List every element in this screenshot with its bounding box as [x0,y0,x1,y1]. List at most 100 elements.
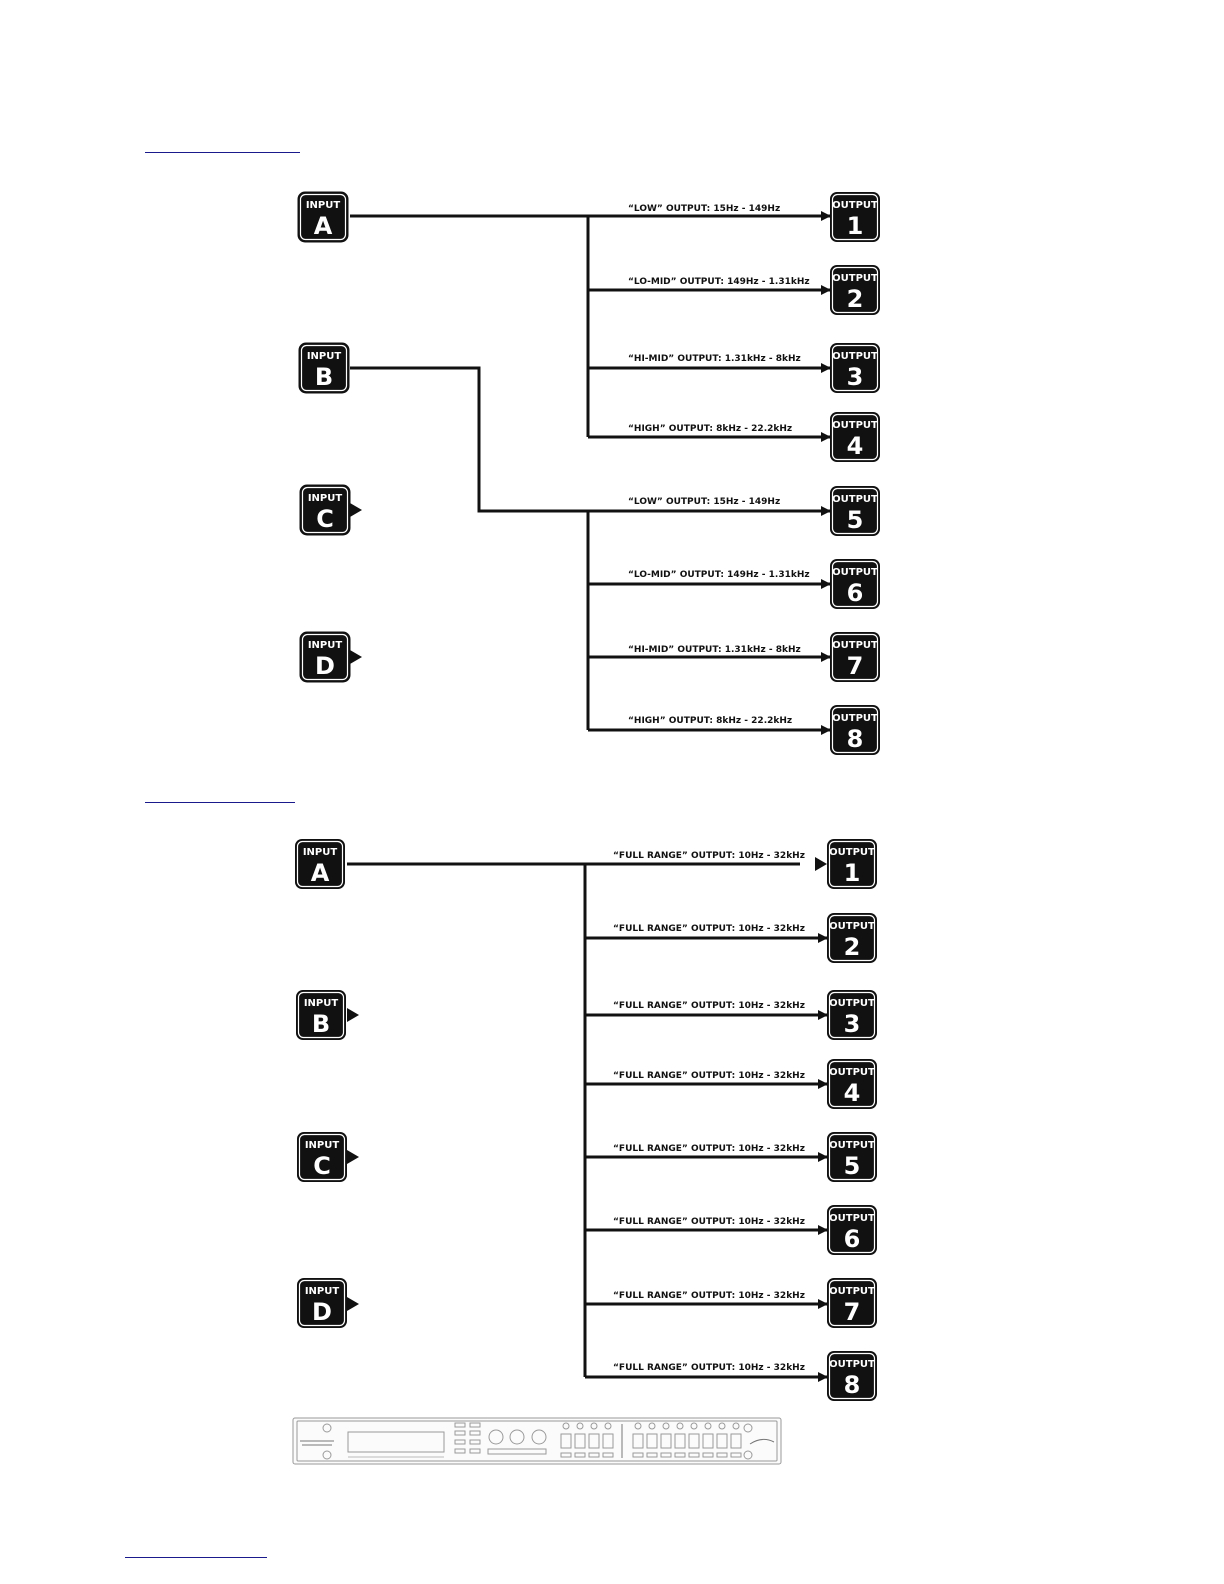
input-id: A [314,212,333,240]
output-label: OUTPUT [829,1213,875,1224]
output-id: 5 [847,506,864,534]
output-id: 6 [844,1225,861,1253]
output-label: OUTPUT [829,1359,875,1370]
signal-label-out-3: “HI-MID” OUTPUT: 1.31kHz - 8kHz [628,354,801,364]
output-id: 7 [844,1298,861,1326]
input-id: A [311,859,330,887]
input-label: INPUT [303,847,338,858]
arrow-input-d [350,650,362,664]
input-box-c: INPUT C [299,484,351,536]
output-id: 3 [844,1010,861,1038]
signal-label-out-4: “HIGH” OUTPUT: 8kHz - 22.2kHz [628,424,792,434]
top-routing-diagram: INPUT A INPUT B INPUT C INPUT D OUTPUT 1 [297,191,880,755]
output-box-4: OUTPUT 4 [827,1059,877,1109]
top-wires [350,211,831,735]
output-label: OUTPUT [832,713,878,724]
output-box-3: OUTPUT 3 [827,990,877,1040]
arrow-input-c [350,503,362,517]
wire-input-b [350,366,588,513]
signal-label-out-1: “LOW” OUTPUT: 15Hz - 149Hz [628,204,780,214]
input-id: D [315,652,335,680]
output-id: 3 [847,363,864,391]
signal-label-out-6: “LO-MID” OUTPUT: 149Hz - 1.31kHz [628,570,810,580]
output-label: OUTPUT [832,351,878,362]
input-label: INPUT [306,200,341,211]
output-channel-strips [632,1422,742,1458]
signal-label-out-1: “FULL RANGE” OUTPUT: 10Hz - 32kHz [613,851,805,861]
output-id: 8 [847,725,864,753]
output-box-4: OUTPUT 4 [830,412,880,462]
output-label: OUTPUT [829,1286,875,1297]
signal-label-out-8: “FULL RANGE” OUTPUT: 10Hz - 32kHz [613,1363,805,1373]
output-box-5: OUTPUT 5 [830,486,880,536]
input-id: D [312,1298,332,1326]
output-id: 2 [847,285,864,313]
output-id: 5 [844,1152,861,1180]
bottom-open-arrows [347,857,827,1311]
signal-label-out-7: “FULL RANGE” OUTPUT: 10Hz - 32kHz [613,1291,805,1301]
output-box-1: OUTPUT 1 [830,192,880,242]
input-box-d: INPUT D [297,1278,347,1328]
input-box-a: INPUT A [295,839,345,889]
output-box-8: OUTPUT 8 [827,1351,877,1401]
output-box-6: OUTPUT 6 [830,559,880,609]
input-label: INPUT [307,351,342,362]
input-channel-strips [560,1422,614,1458]
output-label: OUTPUT [832,494,878,505]
input-box-b: INPUT B [298,342,350,394]
output-id: 1 [844,859,861,887]
bottom-routing-diagram: INPUT A INPUT B INPUT C INPUT D OUTPUT 1 [295,839,877,1401]
output-id: 8 [844,1371,861,1399]
link-underline-bottom[interactable] [125,1557,267,1558]
signal-label-out-4: “FULL RANGE” OUTPUT: 10Hz - 32kHz [613,1071,805,1081]
output-label: OUTPUT [829,847,875,858]
link-underline-middle[interactable] [145,802,295,803]
signal-label-out-5: “LOW” OUTPUT: 15Hz - 149Hz [628,497,780,507]
output-id: 1 [847,212,864,240]
arrow-input-d [347,1297,359,1311]
input-label: INPUT [308,640,343,651]
output-label: OUTPUT [832,567,878,578]
crossover-device-front-panel-icon [292,1417,782,1465]
output-label: OUTPUT [832,420,878,431]
signal-label-out-6: “FULL RANGE” OUTPUT: 10Hz - 32kHz [613,1217,805,1227]
arrow-input-b [347,1008,359,1022]
output-box-5: OUTPUT 5 [827,1132,877,1182]
output-label: OUTPUT [832,273,878,284]
output-label: OUTPUT [829,1140,875,1151]
signal-label-out-5: “FULL RANGE” OUTPUT: 10Hz - 32kHz [613,1144,805,1154]
output-box-7: OUTPUT 7 [830,632,880,682]
output-box-7: OUTPUT 7 [827,1278,877,1328]
signal-label-out-8: “HIGH” OUTPUT: 8kHz - 22.2kHz [628,716,792,726]
input-label: INPUT [305,1286,340,1297]
output-box-1: OUTPUT 1 [827,839,877,889]
output-box-2: OUTPUT 2 [830,265,880,315]
output-id: 2 [844,933,861,961]
output-id: 4 [847,432,864,460]
input-label: INPUT [308,493,343,504]
signal-label-out-3: “FULL RANGE” OUTPUT: 10Hz - 32kHz [613,1001,805,1011]
output-id: 6 [847,579,864,607]
input-box-d: INPUT D [299,631,351,683]
signal-label-out-7: “HI-MID” OUTPUT: 1.31kHz - 8kHz [628,645,801,655]
top-open-arrows [350,503,362,664]
signal-label-out-2: “LO-MID” OUTPUT: 149Hz - 1.31kHz [628,277,810,287]
output-id: 7 [847,652,864,680]
output-label: OUTPUT [832,640,878,651]
arrow-output-1-gap [815,857,827,871]
output-label: OUTPUT [832,200,878,211]
output-id: 4 [844,1079,861,1107]
output-label: OUTPUT [829,998,875,1009]
output-label: OUTPUT [829,1067,875,1078]
input-box-b: INPUT B [296,990,346,1040]
arrow-input-c [347,1150,359,1164]
link-underline-top[interactable] [145,152,300,153]
input-label: INPUT [305,1140,340,1151]
input-id: C [316,505,334,533]
output-label: OUTPUT [829,921,875,932]
input-box-c: INPUT C [297,1132,347,1182]
output-box-3: OUTPUT 3 [830,343,880,393]
input-box-a: INPUT A [297,191,349,243]
signal-label-out-2: “FULL RANGE” OUTPUT: 10Hz - 32kHz [613,924,805,934]
